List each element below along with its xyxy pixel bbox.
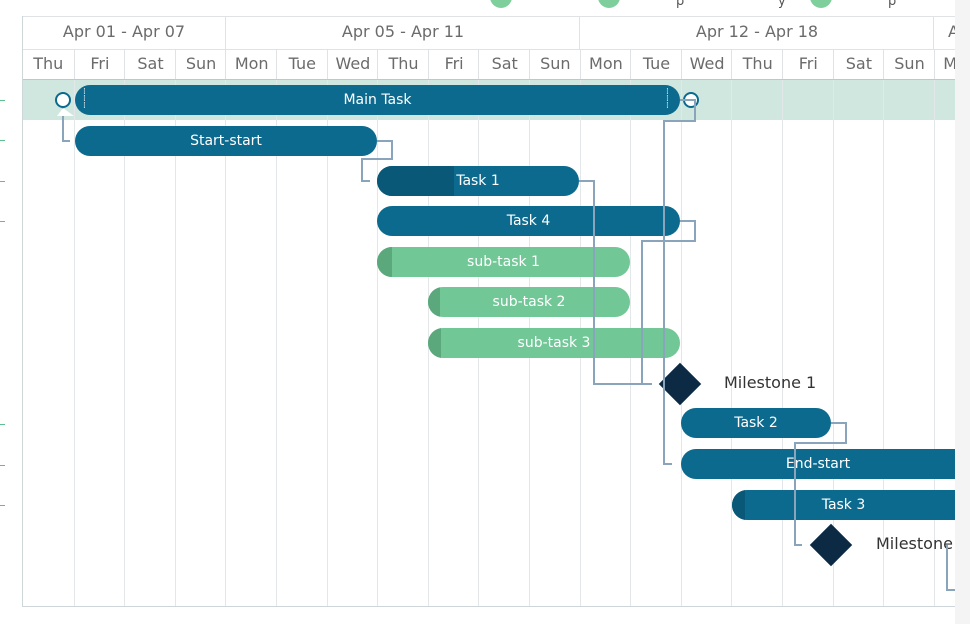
milestone-label: Milestone	[876, 534, 953, 553]
legend-label-4: p	[888, 0, 897, 9]
week-cell: Apr 05 - Apr 11	[225, 17, 580, 49]
vertical-scrollbar[interactable]	[955, 0, 970, 624]
day-cell: Thu	[731, 49, 783, 79]
grid-column-line	[124, 80, 126, 606]
grid-column-line	[883, 80, 885, 606]
week-cell: A	[933, 17, 956, 49]
task-label: sub-task 1	[467, 254, 540, 270]
row-tick	[0, 140, 5, 141]
progress-fill	[428, 328, 441, 358]
grid-column-line	[782, 80, 783, 606]
grid-column-line	[326, 80, 328, 606]
day-cell: Tue	[276, 49, 328, 79]
milestone-label: Milestone 1	[724, 373, 817, 392]
legend-swatch-3	[810, 0, 832, 8]
row-tick	[0, 100, 5, 101]
day-cell: Sat	[478, 49, 530, 79]
grid-column-line	[276, 80, 277, 606]
link-handle-start[interactable]	[55, 92, 71, 108]
progress-fill	[428, 287, 441, 317]
legend-label-2: p	[676, 0, 685, 9]
task-bar[interactable]: Start-start	[75, 126, 377, 156]
day-cell: Tue	[630, 49, 682, 79]
day-cell: Sun	[529, 49, 581, 79]
task-label: End-start	[785, 456, 851, 472]
task-bar[interactable]: Task 4	[377, 206, 680, 236]
row-tick	[0, 465, 5, 466]
day-cell: Thu	[33, 54, 64, 73]
day-cell: Sat	[124, 49, 176, 79]
day-cell: Thu	[377, 49, 429, 79]
progress-fill	[377, 247, 393, 277]
legend-swatch-2	[598, 0, 620, 8]
grid-column-line	[933, 80, 935, 606]
task-label: sub-task 2	[492, 294, 566, 310]
task-bar[interactable]: Task 2	[681, 408, 831, 438]
grid-column-line	[73, 80, 75, 606]
day-cell: Fri	[427, 49, 480, 79]
subtask-bar[interactable]: sub-task 1	[377, 247, 630, 277]
week-cell: Apr 01 - Apr 07	[62, 22, 186, 41]
progress-fill	[732, 490, 746, 520]
row-tick	[0, 505, 5, 506]
row-tick	[0, 221, 5, 222]
task-bar[interactable]: Task 1	[377, 166, 579, 196]
grid-column-line	[174, 80, 176, 606]
grid-column-line	[680, 80, 682, 606]
task-label: Start-start	[190, 133, 262, 149]
day-cell: Mon	[579, 49, 632, 79]
subtask-bar[interactable]: sub-task 2	[428, 287, 630, 317]
day-cell: Wed	[680, 49, 733, 79]
legend-swatch-1	[490, 0, 512, 8]
task-label: Task 2	[734, 415, 778, 431]
day-cell: Wed	[326, 49, 379, 79]
task-label: Task 1	[456, 173, 500, 189]
day-cell: Sat	[832, 49, 885, 79]
day-cell: Mon	[225, 49, 277, 79]
grid-column-line	[225, 80, 227, 606]
task-bar[interactable]: Task 3	[732, 490, 955, 520]
resize-grip-icon[interactable]: ⁞⁞⁞	[666, 87, 669, 111]
row-tick	[0, 181, 5, 182]
week-cell: Apr 12 - Apr 18	[579, 17, 934, 49]
day-cell: Sun	[883, 49, 935, 79]
row-tick	[0, 424, 5, 425]
grid-column-line	[377, 80, 379, 606]
task-label: Task 3	[821, 497, 866, 513]
link-handle-end[interactable]	[683, 92, 699, 108]
summary-bar[interactable]: Main Task	[75, 85, 680, 115]
week-header: Apr 01 - Apr 07 Apr 05 - Apr 11 Apr 12 -…	[23, 16, 956, 50]
grid-column-line	[832, 80, 834, 606]
task-label: Main Task	[343, 92, 412, 108]
progress-fill	[377, 166, 454, 196]
resize-grip-icon[interactable]: ⁞⁞⁞	[83, 87, 86, 111]
task-label: sub-task 3	[517, 335, 591, 351]
day-cell: Sun	[174, 49, 227, 79]
grid-column-line	[731, 80, 733, 606]
task-bar[interactable]: End-start	[681, 449, 955, 479]
day-cell: Fri	[782, 49, 834, 79]
day-cell: Fri	[73, 49, 126, 79]
legend-label-3: y	[778, 0, 786, 9]
subtask-bar[interactable]: sub-task 3	[428, 328, 680, 358]
day-cell: Mon	[933, 49, 956, 79]
task-label: Task 4	[506, 213, 551, 229]
